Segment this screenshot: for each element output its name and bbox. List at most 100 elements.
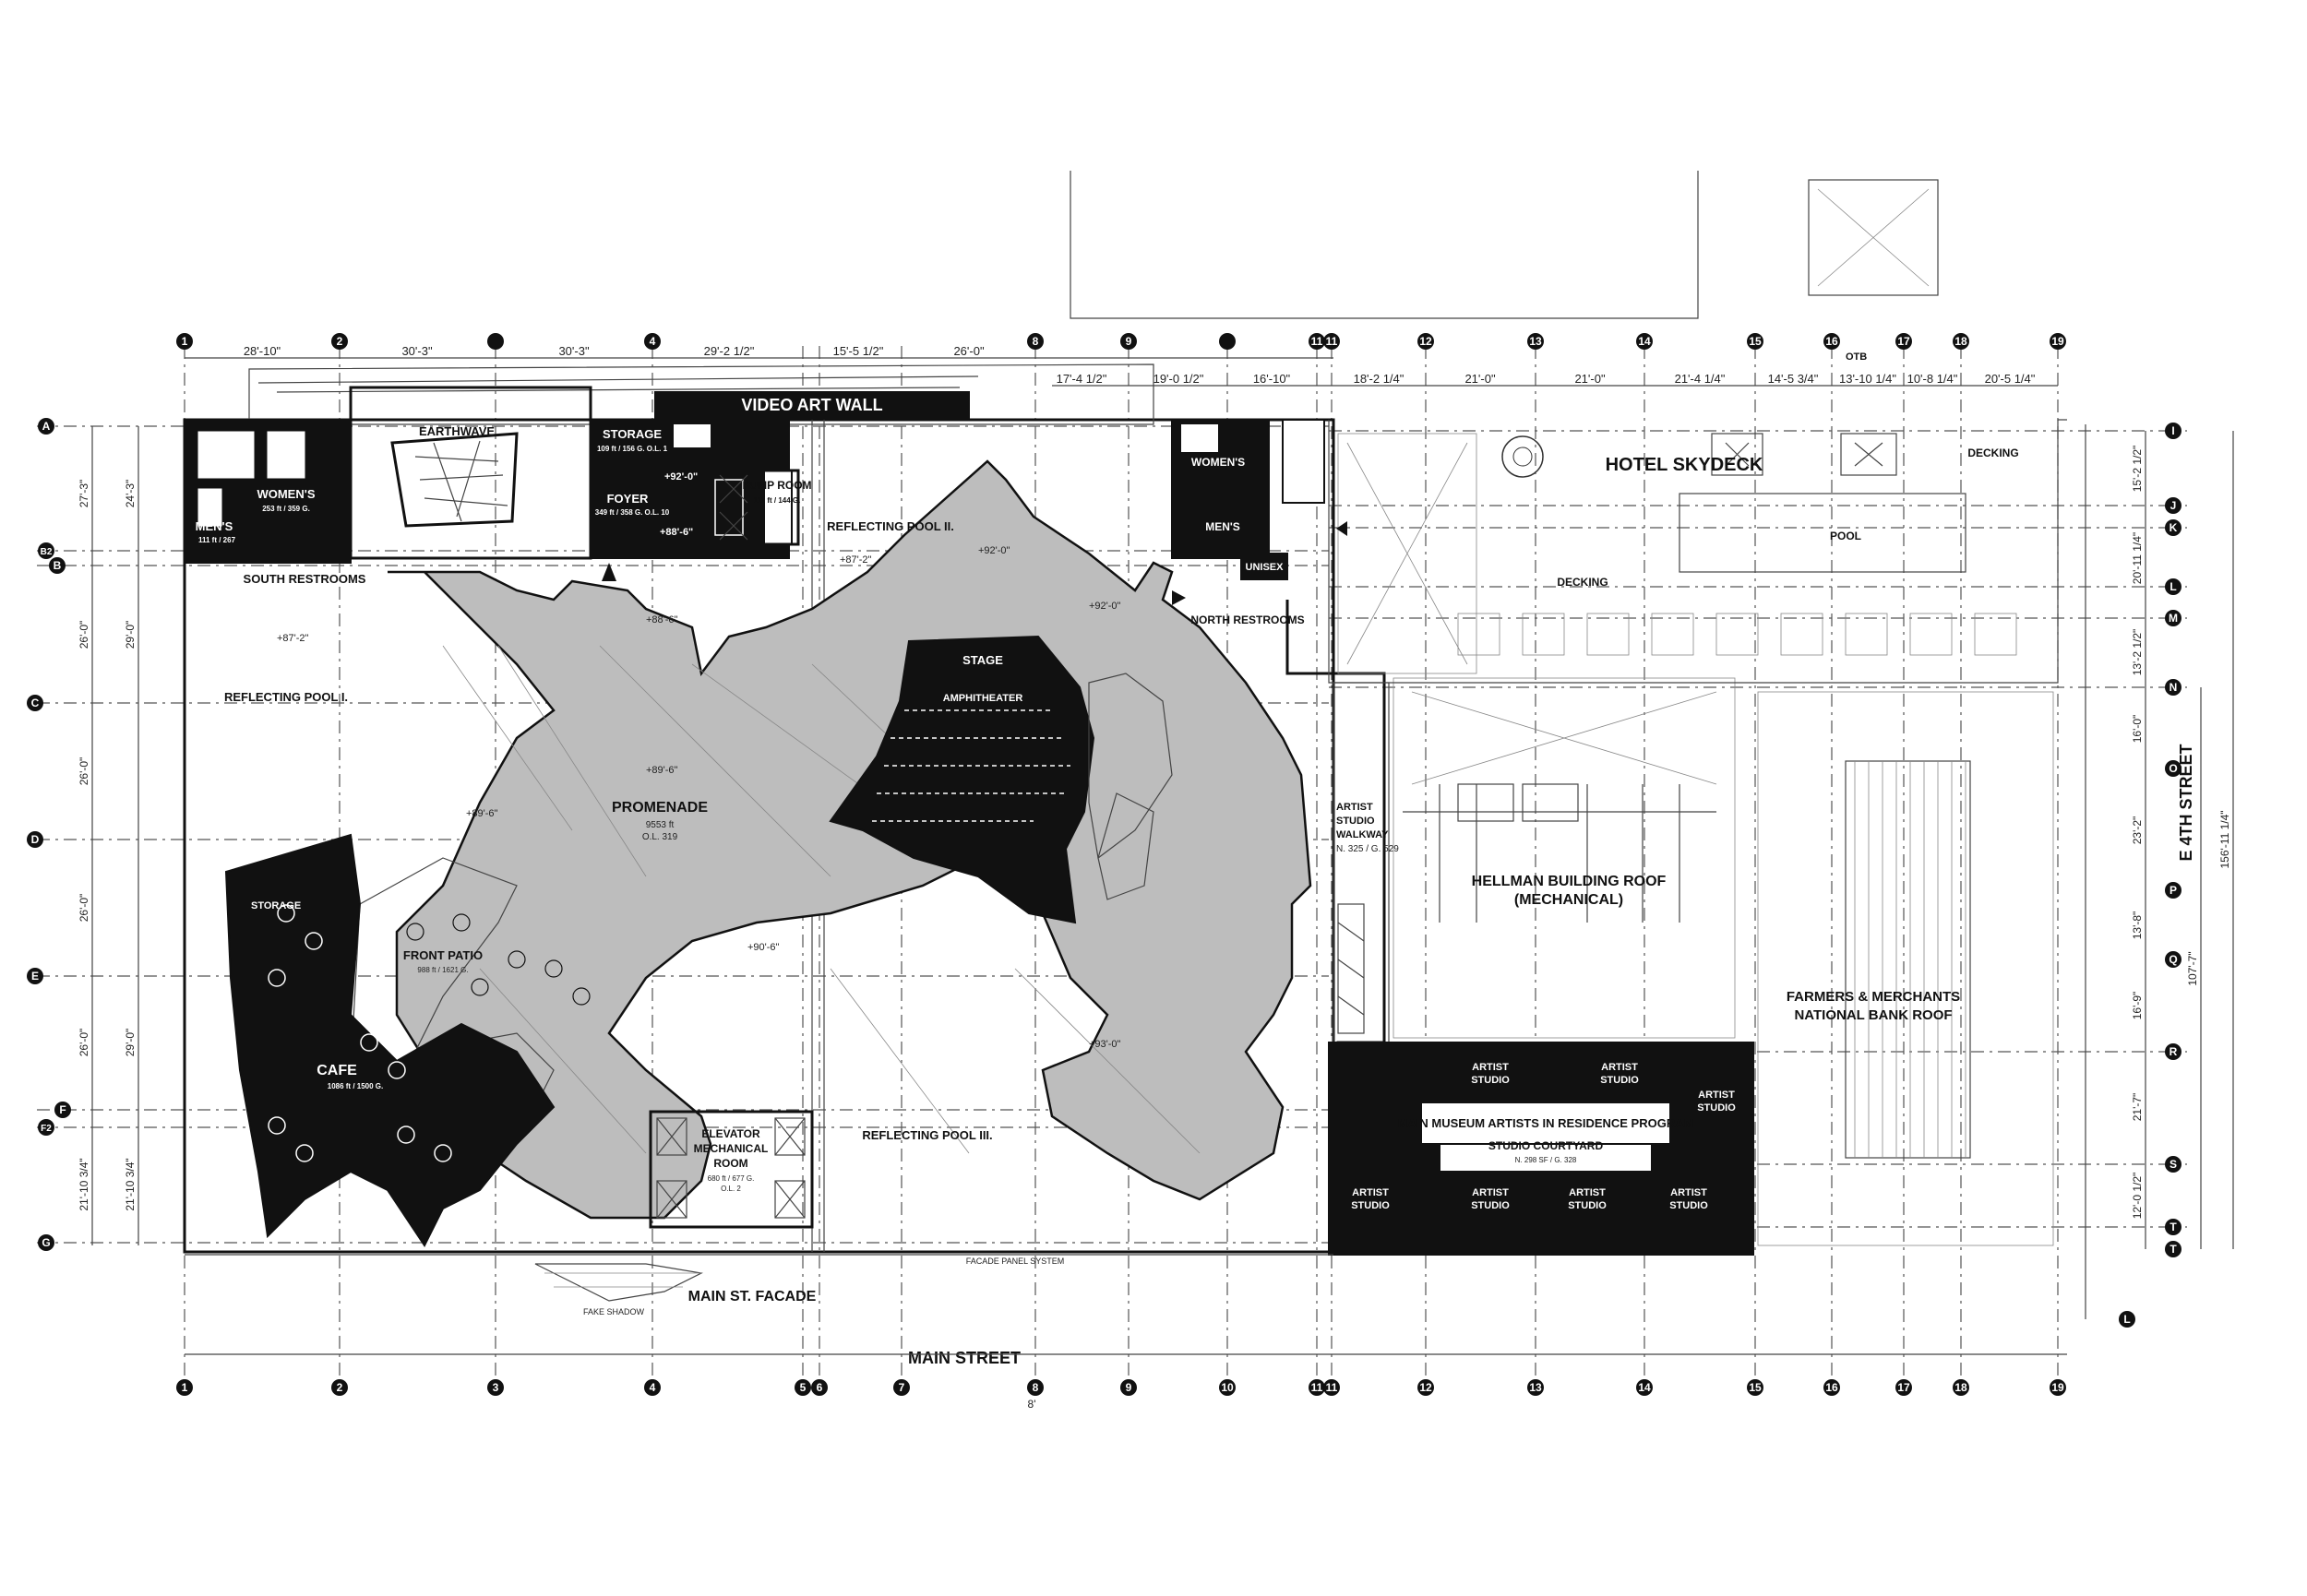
svg-text:13'-2 1/2": 13'-2 1/2" (2131, 629, 2144, 676)
artist-studios: MAIN MUSEUM ARTISTS IN RESIDENCE PROGRAM… (1328, 1042, 1754, 1256)
svg-text:988 ft / 1621 G.: 988 ft / 1621 G. (417, 966, 468, 974)
svg-text:4: 4 (650, 335, 656, 348)
svg-text:STORAGE: STORAGE (251, 900, 301, 911)
svg-text:14'-5 3/4": 14'-5 3/4" (1768, 372, 1819, 386)
svg-text:STAGE: STAGE (962, 653, 1003, 667)
svg-text:1: 1 (182, 1381, 188, 1394)
svg-text:8': 8' (1028, 1398, 1036, 1411)
svg-text:WALKWAY: WALKWAY (1336, 829, 1389, 840)
svg-text:R: R (2170, 1045, 2178, 1058)
svg-text:FAKE SHADOW: FAKE SHADOW (583, 1307, 645, 1316)
svg-text:+88'-6": +88'-6" (646, 614, 678, 625)
svg-text:A: A (42, 420, 51, 433)
svg-text:D: D (31, 833, 40, 846)
svg-text:HOTEL SKYDECK: HOTEL SKYDECK (1606, 455, 1763, 475)
reflecting-pools: REFLECTING POOL I. REFLECTING POOL II. R… (224, 519, 993, 1142)
promenade: PROMENADE 9553 ft O.L. 319 +87'-2" +88'-… (277, 459, 1312, 1220)
south-wing-rooms: WOMEN'S 253 ft / 359 G. MEN'S 111 ft / 2… (184, 386, 812, 586)
svg-text:ARTIST: ARTIST (1601, 1062, 1638, 1073)
svg-text:L: L (2170, 580, 2176, 593)
svg-text:13: 13 (1529, 335, 1542, 348)
row-bubbles-right: I J K L M N O P Q R S T T L (2119, 423, 2181, 1328)
cafe-and-patio: STORAGE CAFE 1086 ft / 1500 G. FRONT PAT… (224, 833, 591, 1247)
svg-text:FRONT PATIO: FRONT PATIO (403, 948, 483, 962)
svg-text:ARTIST: ARTIST (1352, 1187, 1389, 1198)
svg-text:15: 15 (1749, 335, 1762, 348)
svg-text:253 ft / 359 G.: 253 ft / 359 G. (262, 505, 310, 513)
svg-text:P: P (2170, 884, 2177, 897)
svg-text:F: F (59, 1103, 66, 1116)
svg-text:13'-8": 13'-8" (2131, 911, 2144, 940)
svg-text:FOYER: FOYER (607, 492, 649, 506)
svg-text:14: 14 (1638, 1381, 1651, 1394)
svg-text:19: 19 (2051, 1381, 2064, 1394)
svg-text:+87'-2": +87'-2" (840, 554, 872, 566)
svg-text:12'-0 1/2": 12'-0 1/2" (2131, 1173, 2144, 1220)
svg-text:17: 17 (1897, 1381, 1910, 1394)
svg-text:ROOM: ROOM (713, 1157, 747, 1170)
svg-text:680 ft / 677 G.: 680 ft / 677 G. (708, 1174, 755, 1183)
svg-text:SOUTH RESTROOMS: SOUTH RESTROOMS (244, 572, 366, 586)
svg-text:STUDIO: STUDIO (1697, 1102, 1736, 1114)
svg-text:16: 16 (1825, 1381, 1838, 1394)
svg-text:STUDIO: STUDIO (1471, 1075, 1510, 1086)
svg-text:STUDIO COURTYARD: STUDIO COURTYARD (1488, 1139, 1604, 1152)
svg-text:18'-2 1/4": 18'-2 1/4" (1354, 372, 1405, 386)
left-dimensions: 27'-3" 24'-3" 26'-0" 29'-0" 26'-0" 26'-0… (78, 426, 139, 1245)
amphitheater: STAGE AMPHITHEATER (829, 635, 1173, 924)
svg-text:6: 6 (817, 1381, 823, 1394)
svg-text:STUDIO: STUDIO (1471, 1200, 1510, 1211)
svg-text:REFLECTING POOL II.: REFLECTING POOL II. (827, 519, 954, 533)
svg-text:F2: F2 (41, 1124, 52, 1134)
svg-text:AMPHITHEATER: AMPHITHEATER (943, 693, 1023, 704)
svg-text:STUDIO: STUDIO (1669, 1200, 1708, 1211)
svg-text:16'-10": 16'-10" (1253, 372, 1291, 386)
svg-text:15'-5 1/2": 15'-5 1/2" (833, 344, 884, 358)
svg-text:WOMEN'S: WOMEN'S (257, 487, 315, 501)
svg-text:26'-0": 26'-0" (78, 621, 90, 649)
svg-text:30'-3": 30'-3" (401, 344, 433, 358)
svg-text:STUDIO: STUDIO (1351, 1200, 1390, 1211)
svg-text:21'-10 3/4": 21'-10 3/4" (124, 1158, 137, 1210)
svg-text:156'-11 1/4": 156'-11 1/4" (2218, 810, 2231, 868)
svg-text:N. 298 SF / G. 328: N. 298 SF / G. 328 (1515, 1156, 1577, 1164)
svg-text:3: 3 (493, 1381, 499, 1394)
svg-text:ELEVATOR: ELEVATOR (701, 1127, 760, 1140)
svg-text:+89'-6": +89'-6" (466, 808, 498, 819)
hotel-skydeck: HOTEL SKYDECK DECKING DECKING POOL OTB (1070, 171, 2067, 684)
svg-text:E 4TH STREET: E 4TH STREET (2177, 744, 2195, 861)
svg-text:16: 16 (1825, 335, 1838, 348)
svg-text:24'-3": 24'-3" (124, 480, 137, 508)
svg-text:UNISEX: UNISEX (1246, 562, 1285, 573)
svg-text:8: 8 (1033, 1381, 1039, 1394)
svg-text:T: T (2170, 1243, 2177, 1256)
svg-text:STUDIO: STUDIO (1336, 816, 1375, 827)
svg-text:+92'-0": +92'-0" (1089, 601, 1121, 612)
svg-text:14: 14 (1638, 335, 1651, 348)
svg-text:4: 4 (650, 1381, 656, 1394)
svg-text:17: 17 (1897, 335, 1910, 348)
svg-text:21'-4 1/4": 21'-4 1/4" (1675, 372, 1726, 386)
svg-text:23'-2": 23'-2" (2131, 816, 2144, 845)
svg-text:27'-3": 27'-3" (78, 480, 90, 508)
e-4th-street: E 4TH STREET (2085, 424, 2195, 1319)
svg-text:13'-10 1/4": 13'-10 1/4" (1839, 372, 1896, 386)
svg-text:L: L (2123, 1313, 2130, 1326)
svg-text:NATIONAL BANK ROOF: NATIONAL BANK ROOF (1794, 1007, 1952, 1023)
svg-text:WOMEN'S: WOMEN'S (1191, 456, 1245, 469)
svg-text:ARTIST: ARTIST (1336, 802, 1373, 813)
svg-text:ARTIST: ARTIST (1472, 1187, 1509, 1198)
svg-text:11: 11 (1326, 1381, 1338, 1394)
svg-text:9: 9 (1126, 1381, 1132, 1394)
svg-text:NORTH RESTROOMS: NORTH RESTROOMS (1190, 613, 1304, 626)
svg-text:STUDIO: STUDIO (1568, 1200, 1607, 1211)
right-dimensions: 15'-2 1/2" 20'-11 1/4" 13'-2 1/2" 16'-0"… (2131, 431, 2234, 1249)
svg-text:REFLECTING POOL I.: REFLECTING POOL I. (224, 690, 348, 704)
svg-text:19: 19 (2051, 335, 2064, 348)
svg-text:+92'-0": +92'-0" (664, 471, 698, 482)
svg-text:10: 10 (1221, 1381, 1234, 1394)
svg-text:107'-7": 107'-7" (2186, 951, 2199, 985)
svg-text:26'-0": 26'-0" (78, 894, 90, 923)
svg-text:B: B (54, 559, 62, 572)
svg-text:9553 ft: 9553 ft (646, 820, 675, 830)
